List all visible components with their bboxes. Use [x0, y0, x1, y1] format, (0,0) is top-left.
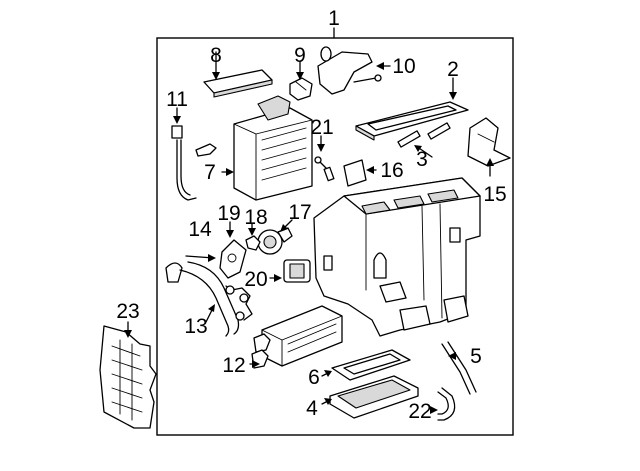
part-11-harness — [171, 107, 197, 201]
callout-19: 19 — [217, 202, 240, 225]
part-8-filter — [203, 51, 273, 98]
callout-21: 21 — [310, 116, 333, 139]
callout-6: 6 — [308, 366, 320, 389]
callout-23: 23 — [116, 300, 139, 323]
callout-10: 10 — [392, 55, 415, 78]
callout-13: 13 — [184, 315, 207, 338]
callout-8: 8 — [210, 44, 222, 67]
part-4-tray — [321, 375, 419, 419]
callout-4: 4 — [306, 397, 318, 420]
part-6-cover — [321, 349, 411, 381]
callout-12: 12 — [222, 354, 245, 377]
callout-14: 14 — [188, 218, 212, 241]
part-20-actuator — [269, 259, 311, 283]
part-15-bracket — [467, 117, 511, 177]
callout-5: 5 — [470, 345, 482, 368]
part-16-block — [343, 159, 377, 187]
callout-1: 1 — [328, 7, 340, 30]
callout-9: 9 — [294, 44, 306, 67]
part-10-actuator — [317, 46, 391, 95]
callout-16: 16 — [380, 159, 403, 182]
callout-2: 2 — [447, 58, 459, 81]
part-1-heater-housing — [313, 177, 481, 337]
callout-18: 18 — [244, 206, 267, 229]
part-14-clip — [165, 254, 216, 283]
part-17-motor — [257, 219, 293, 255]
callout-11: 11 — [166, 88, 188, 111]
assembly-frame — [156, 27, 514, 436]
part-7-evaporator — [195, 95, 313, 201]
callout-20: 20 — [244, 268, 267, 291]
callout-17: 17 — [288, 201, 311, 224]
callout-22: 22 — [408, 400, 431, 423]
part-23-side-panel — [99, 321, 157, 429]
callout-7: 7 — [204, 161, 216, 184]
callout-3: 3 — [416, 148, 428, 171]
part-22-elbow — [430, 387, 456, 421]
callout-15: 15 — [483, 183, 506, 206]
part-12-heater-core — [249, 305, 343, 369]
part-5-drain-hose — [441, 341, 477, 395]
part-19-servo — [219, 221, 247, 279]
part-2-duct-frame — [355, 77, 469, 141]
part-13-hoses — [179, 261, 253, 337]
part-9-connector — [289, 61, 313, 101]
part-18-clip — [245, 223, 261, 251]
part-3-pins — [397, 122, 451, 158]
part-21-sensor — [314, 135, 335, 182]
callout-labels: 1 2 3 4 5 6 7 8 9 10 11 12 13 14 15 16 1… — [116, 7, 506, 423]
